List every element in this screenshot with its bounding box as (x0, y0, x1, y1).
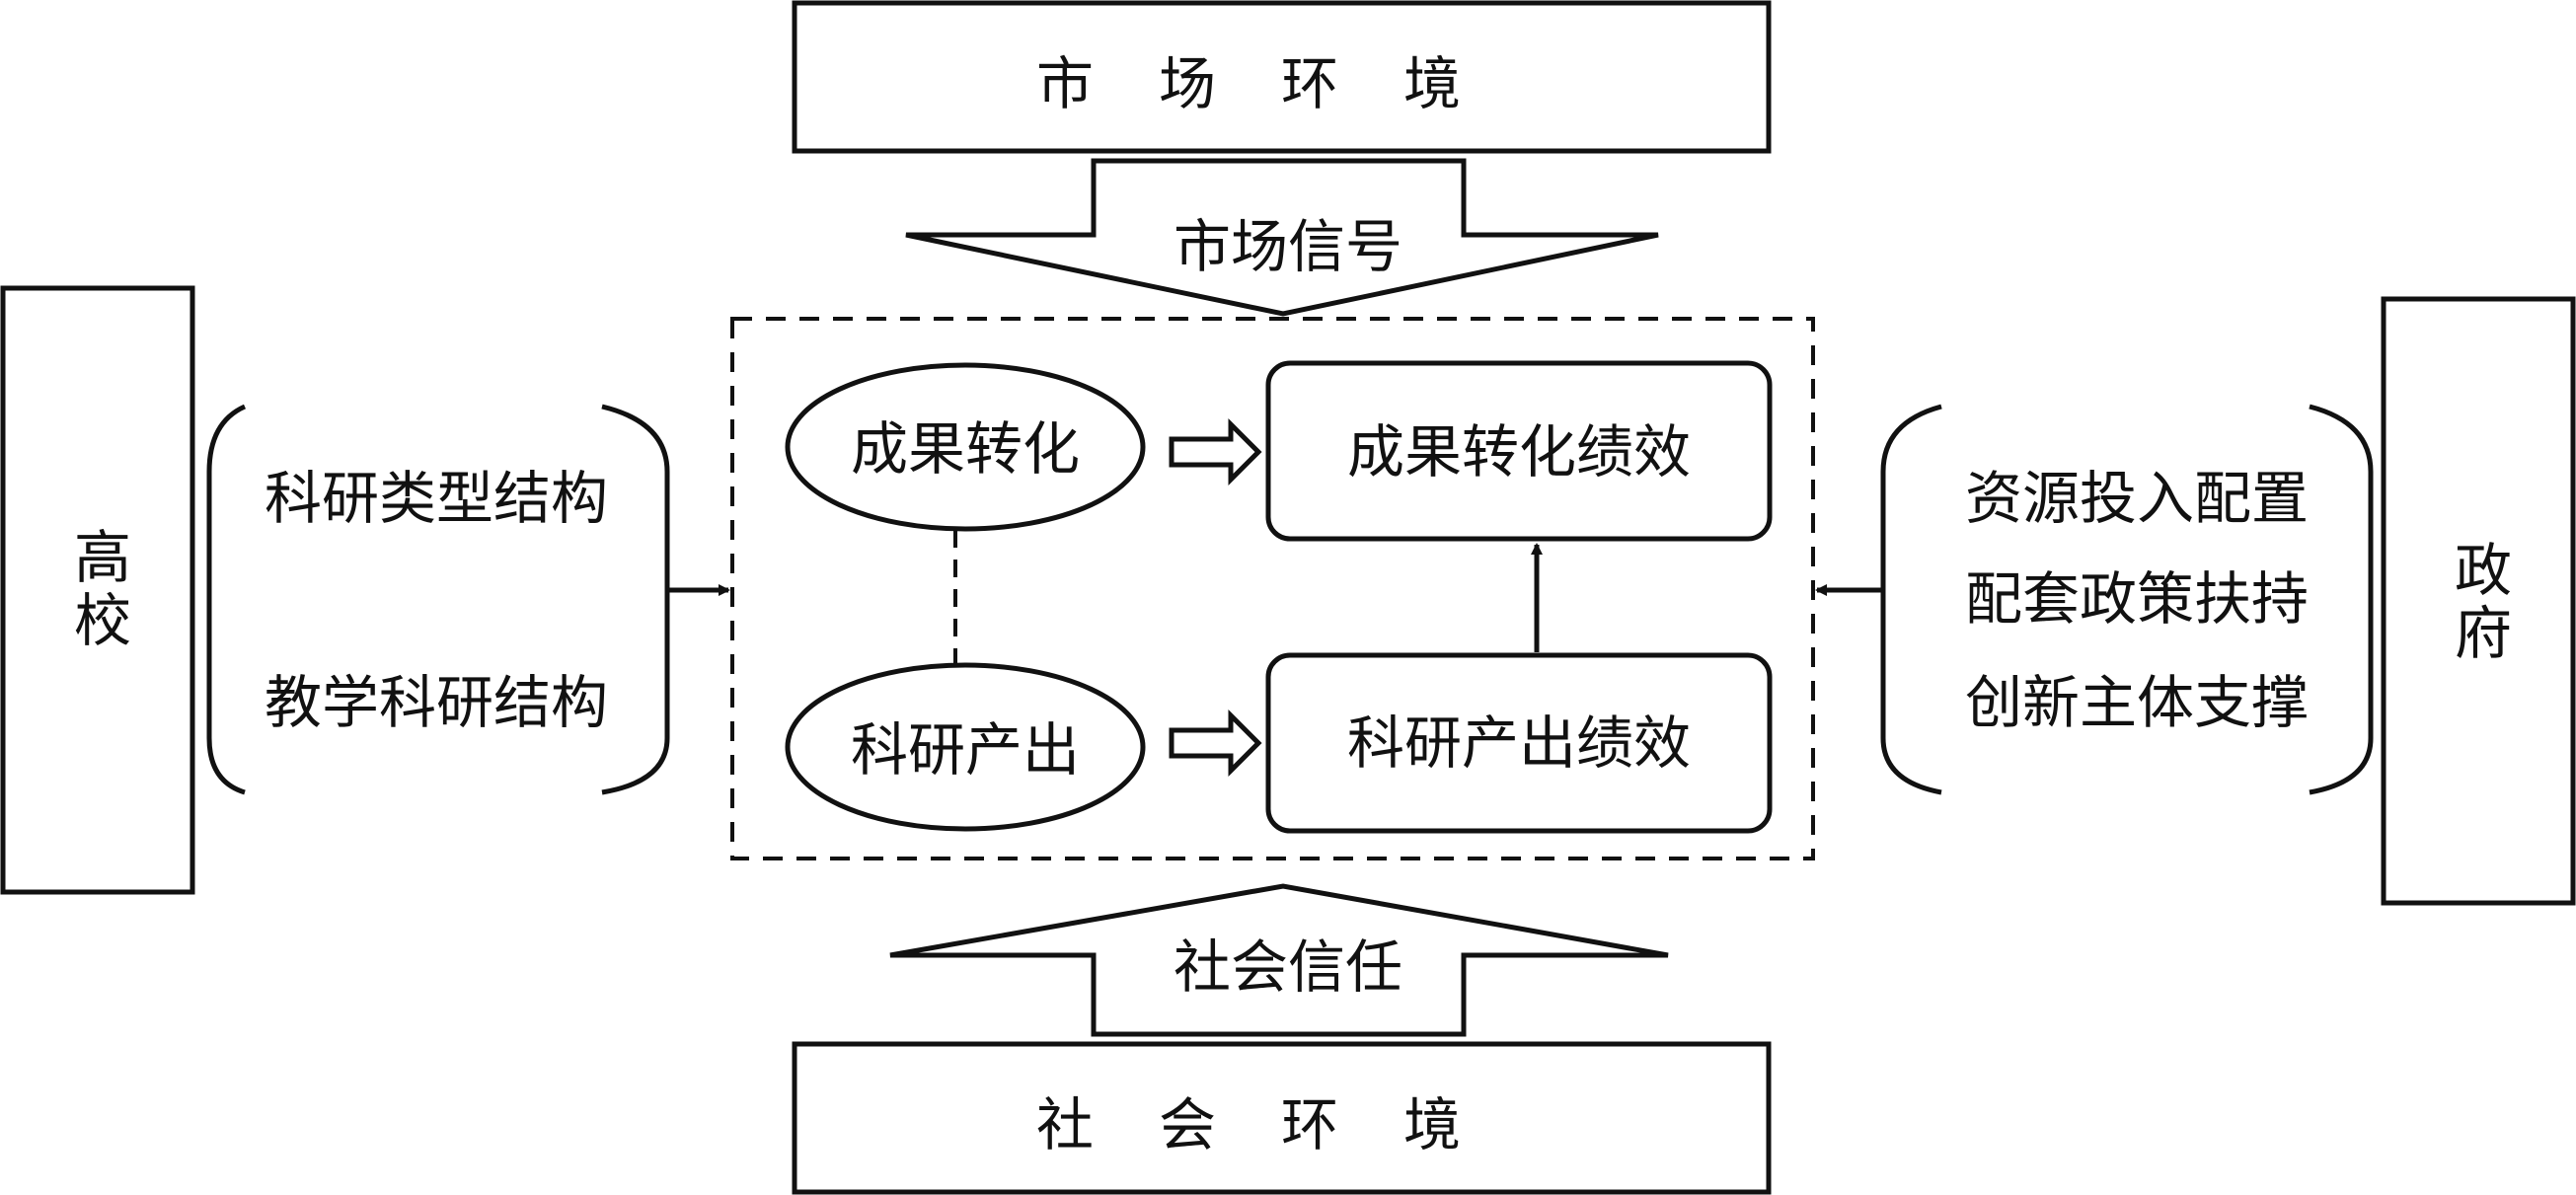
right-factor-bracket (2309, 404, 2374, 795)
government-box (2381, 296, 2576, 906)
market-signal-arrow (905, 158, 1659, 317)
achievement-transformation-label: 成果转化 (850, 415, 1081, 483)
core-region-dashed-box (730, 317, 1815, 860)
left-factor-item: 科研类型结构 (264, 465, 609, 532)
left-factor-bracket (601, 404, 670, 795)
right-brace (1880, 404, 1942, 795)
university-label: 高校 (64, 527, 131, 653)
transformation-hollow-arrow (1169, 417, 1262, 486)
right-factor-item: 配套政策扶持 (1964, 565, 2310, 633)
social-environment-box (792, 1041, 1772, 1195)
left-factor-item: 教学科研结构 (264, 669, 609, 736)
transformation-performance-label: 成果转化绩效 (1346, 418, 1692, 485)
research-output-label: 科研产出 (850, 716, 1081, 784)
social-environment-label: 社会环境 (1035, 1091, 1527, 1158)
achievement-transformation-ellipse (785, 362, 1146, 532)
market-signal-label: 市场信号 (1173, 213, 1403, 280)
right-factor-item: 资源投入配置 (1964, 465, 2310, 532)
university-box (0, 285, 195, 895)
market-environment-label: 市场环境 (1035, 50, 1527, 117)
output-performance-label: 科研产出绩效 (1346, 710, 1692, 777)
transformation-performance-box (1265, 360, 1773, 542)
output-performance-box (1265, 652, 1773, 834)
government-label: 政府 (2445, 540, 2512, 666)
output-hollow-arrow (1169, 709, 1262, 778)
right-factor-item: 创新主体支撑 (1964, 669, 2310, 736)
social-trust-arrow (889, 883, 1669, 1037)
research-output-ellipse (785, 662, 1146, 832)
left-brace (206, 404, 247, 795)
market-environment-box (792, 0, 1772, 154)
social-trust-label: 社会信任 (1173, 934, 1403, 1001)
